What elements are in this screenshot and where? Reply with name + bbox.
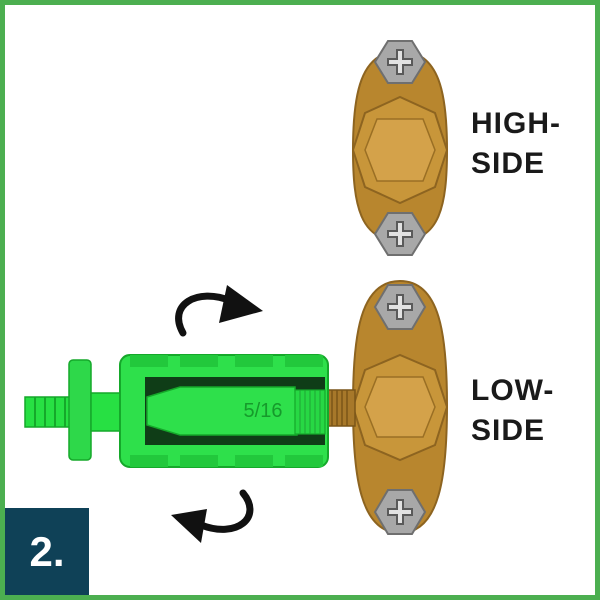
low-side-label-line1: LOW-	[471, 374, 555, 407]
screw-icon	[373, 40, 427, 84]
hose-coupler: 5/16	[24, 354, 329, 468]
valve-illustration: 5/16	[24, 40, 449, 543]
high-side-label-line1: HIGH-	[471, 107, 561, 140]
screw-icon	[373, 212, 427, 256]
step-number-badge: 2.	[5, 508, 89, 595]
rotate-arrow-icon	[171, 489, 254, 543]
screw-icon	[373, 489, 427, 535]
high-side-label: HIGH- SIDE	[471, 104, 561, 184]
low-side-valve	[322, 279, 449, 535]
screw-icon	[373, 284, 427, 330]
rotate-arrow-icon	[175, 285, 263, 337]
high-side-label-line2: SIDE	[471, 147, 546, 180]
low-side-label: LOW- SIDE	[471, 371, 554, 451]
coupler-size-label: 5/16	[244, 400, 283, 422]
high-side-valve	[351, 40, 449, 256]
low-side-label-line2: SIDE	[471, 414, 546, 447]
